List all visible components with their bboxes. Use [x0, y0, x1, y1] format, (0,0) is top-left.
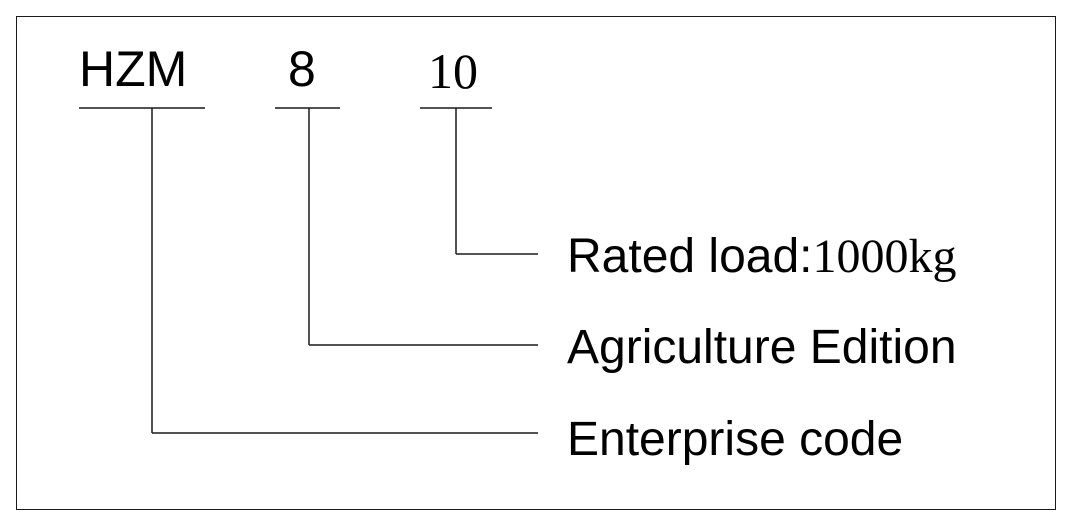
agriculture-edition-label: Agriculture Edition — [567, 321, 957, 374]
rated-load-label: Rated load:1000kg — [567, 233, 957, 281]
enterprise-code-label: Enterprise code — [567, 413, 904, 466]
enterprise-code-value: HZM — [79, 41, 188, 97]
rated-load-value: 1000kg — [812, 230, 957, 283]
edition-code-value: 8 — [288, 41, 316, 97]
rated-load-prefix: Rated load: — [567, 230, 813, 283]
load-code-value: 10 — [428, 43, 478, 99]
diagram-frame — [16, 16, 1056, 510]
